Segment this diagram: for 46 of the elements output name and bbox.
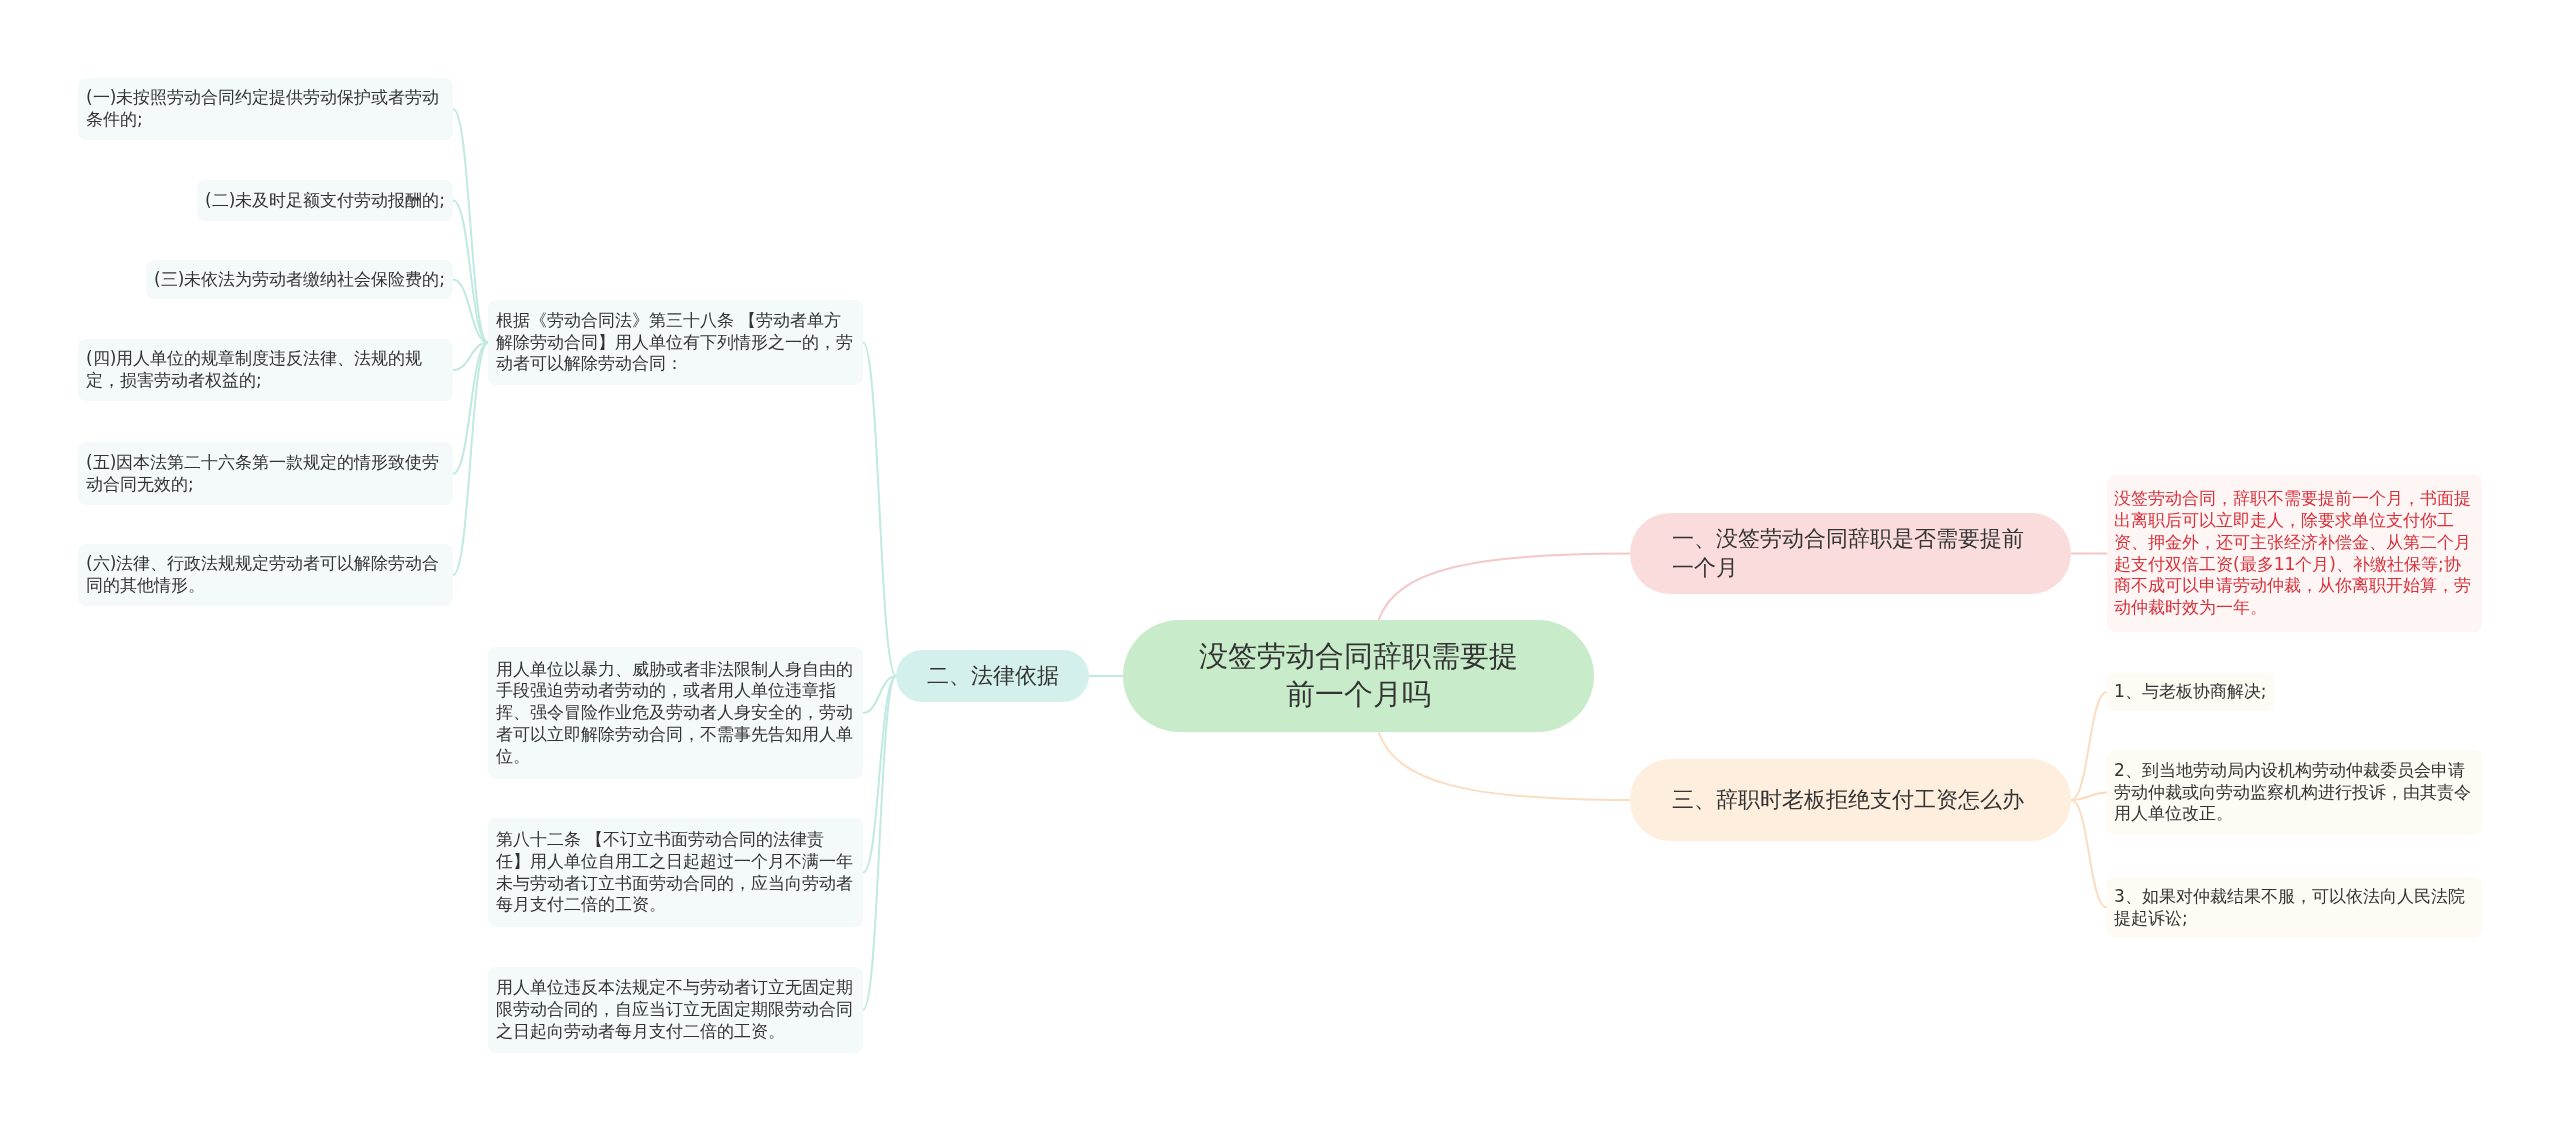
note-text: (六)法律、行政法规规定劳动者可以解除劳动合同的其他情形。 bbox=[86, 553, 441, 597]
connector-line bbox=[2070, 799, 2108, 909]
note-text: 没签劳动合同，辞职不需要提前一个月，书面提出离职后可以立即走人，除要求单位支付你工资、押金外，还可主张经济补偿金、从第二个月起支付双倍工资(最多11个月)、补缴社保等;协商不成可以申请劳动仲裁，从你离职开始算，劳动仲裁时效为一年。 bbox=[2114, 488, 2472, 619]
note-card bbox=[488, 967, 863, 1053]
note-text: (一)未按照劳动合同约定提供劳动保护或者劳动条件的; bbox=[86, 87, 441, 131]
note-text: 2、到当地劳动局内设机构劳动仲裁委员会申请劳动仲裁或向劳动监察机构进行投诉，由其责令用人单位改正。 bbox=[2114, 759, 2472, 826]
connector-line bbox=[2070, 552, 2108, 555]
branch-topic-bubble bbox=[896, 650, 1089, 702]
branch-text: 二、法律依据 bbox=[926, 661, 1059, 690]
note-card bbox=[78, 339, 453, 401]
connector-line bbox=[2070, 690, 2108, 801]
connector-line bbox=[862, 675, 897, 874]
note-text: (二)未及时足额支付劳动报酬的; bbox=[205, 189, 445, 212]
note-text: 根据《劳动合同法》第三十八条 【劳动者单方解除劳动合同】用人单位有下列情形之一的，劳动者可以解除劳动合同： bbox=[496, 309, 854, 376]
note-card bbox=[488, 300, 863, 385]
connector-line bbox=[2070, 791, 2108, 801]
note-card bbox=[78, 544, 453, 606]
connector-line bbox=[862, 675, 897, 714]
connector-line bbox=[862, 341, 897, 677]
connector-line bbox=[1088, 675, 1124, 677]
note-card bbox=[78, 78, 453, 140]
note-card bbox=[2107, 673, 2274, 711]
note-card bbox=[2107, 475, 2482, 632]
note-card bbox=[488, 818, 863, 927]
branch-text: 一、没签劳动合同辞职是否需要提前一个月 bbox=[1672, 524, 2025, 582]
note-card bbox=[2107, 877, 2482, 938]
note-text: 3、如果对仲裁结果不服，可以依法向人民法院提起诉讼; bbox=[2114, 885, 2466, 930]
note-text: (四)用人单位的规章制度违反法律、法规的规定，损害劳动者权益的; bbox=[86, 348, 424, 392]
connector-line bbox=[1377, 552, 1631, 621]
note-card bbox=[78, 442, 453, 505]
branch-text: 三、辞职时老板拒绝支付工资怎么办 bbox=[1672, 785, 2025, 814]
note-card bbox=[146, 260, 453, 299]
note-text: 1、与老板协商解决; bbox=[2114, 681, 2267, 703]
topic-text: 没签劳动合同辞职需要提前一个月吗 bbox=[1198, 638, 1519, 713]
note-card bbox=[2107, 750, 2482, 835]
note-text: (三)未依法为劳动者缴纳社会保险费的; bbox=[154, 268, 445, 291]
note-card bbox=[197, 180, 453, 221]
connector-line bbox=[862, 675, 897, 1011]
note-text: 用人单位违反本法规定不与劳动者订立无固定期限劳动合同的，自应当订立无固定期限劳动合同之日起向劳动者每月支付二倍的工资。 bbox=[496, 977, 854, 1043]
note-text: 用人单位以暴力、威胁或者非法限制人身自由的手段强迫劳动者劳动的，或者用人单位违章指挥、强令冒险作业危及劳动者人身安全的，劳动者可以立即解除劳动合同，不需事先告知用人单位。 bbox=[496, 658, 854, 768]
connector-line bbox=[1377, 731, 1631, 801]
note-text: (五)因本法第二十六条第一款规定的情形致使劳动合同无效的; bbox=[86, 451, 441, 496]
note-text: 第八十二条 【不订立书面劳动合同的法律责任】用人单位自用工之日起超过一个月不满一年未与劳动者订立书面劳动合同的，应当向劳动者每月支付二倍的工资。 bbox=[496, 829, 854, 916]
connector-line bbox=[452, 341, 489, 576]
connector-line bbox=[452, 199, 489, 344]
note-card bbox=[488, 647, 863, 779]
